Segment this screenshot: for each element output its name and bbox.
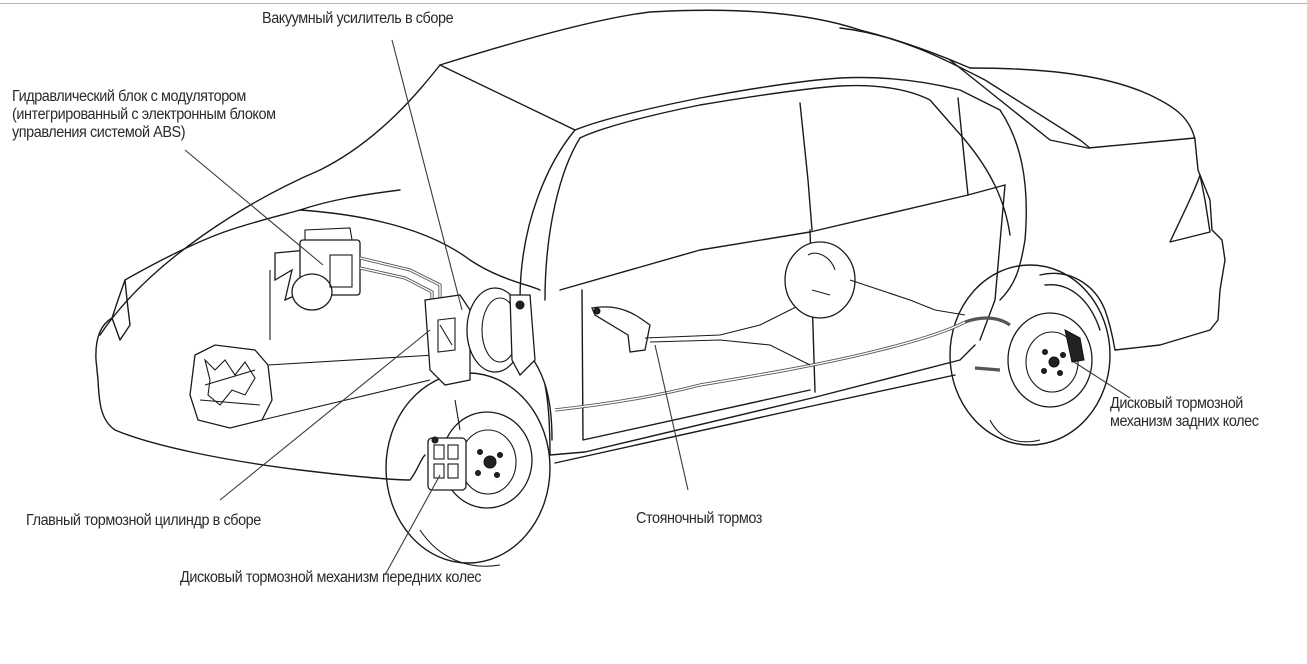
label-vacuum-booster: Вакуумный усилитель в сборе (262, 10, 454, 27)
leader-master-cylinder (219, 329, 431, 501)
front-brake-caliper (427, 399, 467, 491)
leader-front-disc (384, 474, 441, 576)
label-rear-disc-line2: механизм задних колес (1110, 413, 1259, 430)
abs-hydraulic-unit (269, 227, 361, 340)
leader-parking-brake (654, 344, 689, 491)
leader-lines (184, 39, 1131, 576)
label-hydraulic-unit-line3: управления системой ABS) (12, 124, 186, 141)
brake-lines (359, 256, 1011, 412)
label-parking-brake: Стояночный тормоз (636, 510, 762, 527)
top-border (0, 3, 1307, 4)
vacuum-booster-assembly (424, 287, 536, 386)
label-front-disc: Дисковый тормозной механизм передних кол… (180, 569, 482, 586)
label-hydraulic-unit-line2: (интегрированный с электронным блоком (12, 106, 276, 123)
label-hydraulic-unit-line1: Гидравлический блок с модулятором (12, 88, 246, 105)
label-rear-disc-line1: Дисковый тормозной (1110, 395, 1243, 412)
rear-wheel (949, 264, 1111, 446)
transmission-unit (189, 344, 436, 429)
front-wheel (385, 372, 551, 567)
parking-brake-drum (784, 241, 966, 319)
leader-rear-disc (1073, 361, 1131, 399)
leader-vacuum-booster (391, 39, 463, 311)
parking-brake-lever (591, 304, 811, 366)
leader-hydraulic-unit (184, 149, 324, 266)
label-master-cylinder: Главный тормозной цилиндр в сборе (26, 512, 261, 529)
